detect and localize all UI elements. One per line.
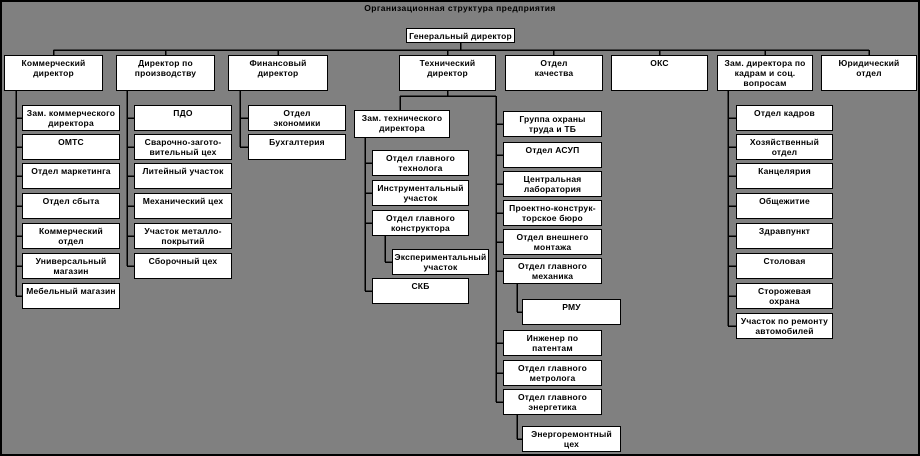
node-economics-dept: Отдел экономики	[248, 105, 346, 131]
node-tool-section: Инструментальный участок	[372, 180, 469, 206]
node-quality-dept: Отдел качества	[505, 55, 603, 91]
node-sales-dept: Отдел сбыта	[22, 193, 120, 219]
node-energy-repair-shop: Энергоремонтный цех	[522, 426, 621, 452]
node-marketing-dept: Отдел маркетинга	[22, 163, 120, 189]
node-pdo: ПДО	[134, 105, 232, 131]
node-experimental-section: Экспериментальный участок	[392, 249, 489, 275]
node-oks: ОКС	[611, 55, 708, 91]
node-deputy-technical-director: Зам. технического директора	[354, 110, 450, 138]
node-design-engineering-bureau: Проектно-конструк- торское бюро	[503, 200, 602, 226]
node-labor-safety-group: Группа охраны труда и ТБ	[503, 111, 602, 137]
node-welding-stock-shop: Сварочно-загото- вительный цех	[134, 134, 232, 160]
node-metal-plating-section: Участок металло- покрытий	[134, 223, 232, 249]
node-chancellery: Канцелярия	[736, 163, 833, 189]
diagram-title: Организационная структура предприятия	[364, 3, 556, 13]
node-car-repair-section: Участок по ремонту автомобилей	[736, 313, 833, 339]
node-central-laboratory: Центральная лаборатория	[503, 171, 602, 197]
node-chief-technologist-dept: Отдел главного технолога	[372, 150, 469, 176]
node-rmu: РМУ	[522, 299, 621, 325]
node-general-director: Генеральный директор	[406, 28, 515, 43]
node-accounting: Бухгалтерия	[248, 134, 346, 160]
node-dormitory: Общежитие	[736, 193, 833, 219]
node-asup-dept: Отдел АСУП	[503, 142, 602, 168]
node-chief-power-engineer-dept: Отдел главного энергетика	[503, 389, 602, 415]
node-canteen: Столовая	[736, 253, 833, 279]
node-legal-dept: Юридический отдел	[821, 55, 917, 91]
node-hr-dept: Отдел кадров	[736, 105, 833, 131]
node-furniture-store: Мебельный магазин	[22, 283, 120, 309]
node-health-station: Здравпункт	[736, 223, 833, 249]
node-foundry-section: Литейный участок	[134, 163, 232, 189]
node-external-installation-dept: Отдел внешнего монтажа	[503, 229, 602, 255]
node-technical-director: Технический директор	[399, 55, 496, 91]
node-production-director: Директор по производству	[116, 55, 215, 91]
node-commercial-dept: Коммерческий отдел	[22, 223, 120, 249]
node-deputy-commercial-director: Зам. коммерческого директора	[22, 105, 120, 131]
node-deputy-hr-director: Зам. директора по кадрам и соц. вопросам	[717, 55, 813, 91]
node-commercial-director: Коммерческий директор	[4, 55, 103, 91]
node-chief-mechanic-dept: Отдел главного механика	[503, 258, 602, 284]
node-household-dept: Хозяйственный отдел	[736, 134, 833, 160]
node-skb: СКБ	[372, 278, 469, 304]
node-chief-metrologist-dept: Отдел главного метролога	[503, 360, 602, 386]
node-finance-director: Финансовый директор	[228, 55, 328, 91]
node-guard-service: Сторожевая охрана	[736, 283, 833, 309]
node-patent-engineer: Инженер по патентам	[503, 330, 602, 356]
node-assembly-shop: Сборочный цех	[134, 253, 232, 279]
node-omts: ОМТС	[22, 134, 120, 160]
node-universal-store: Универсальный магазин	[22, 253, 120, 279]
node-mechanical-shop: Механический цех	[134, 193, 232, 219]
node-chief-designer-dept: Отдел главного конструктора	[372, 210, 469, 236]
